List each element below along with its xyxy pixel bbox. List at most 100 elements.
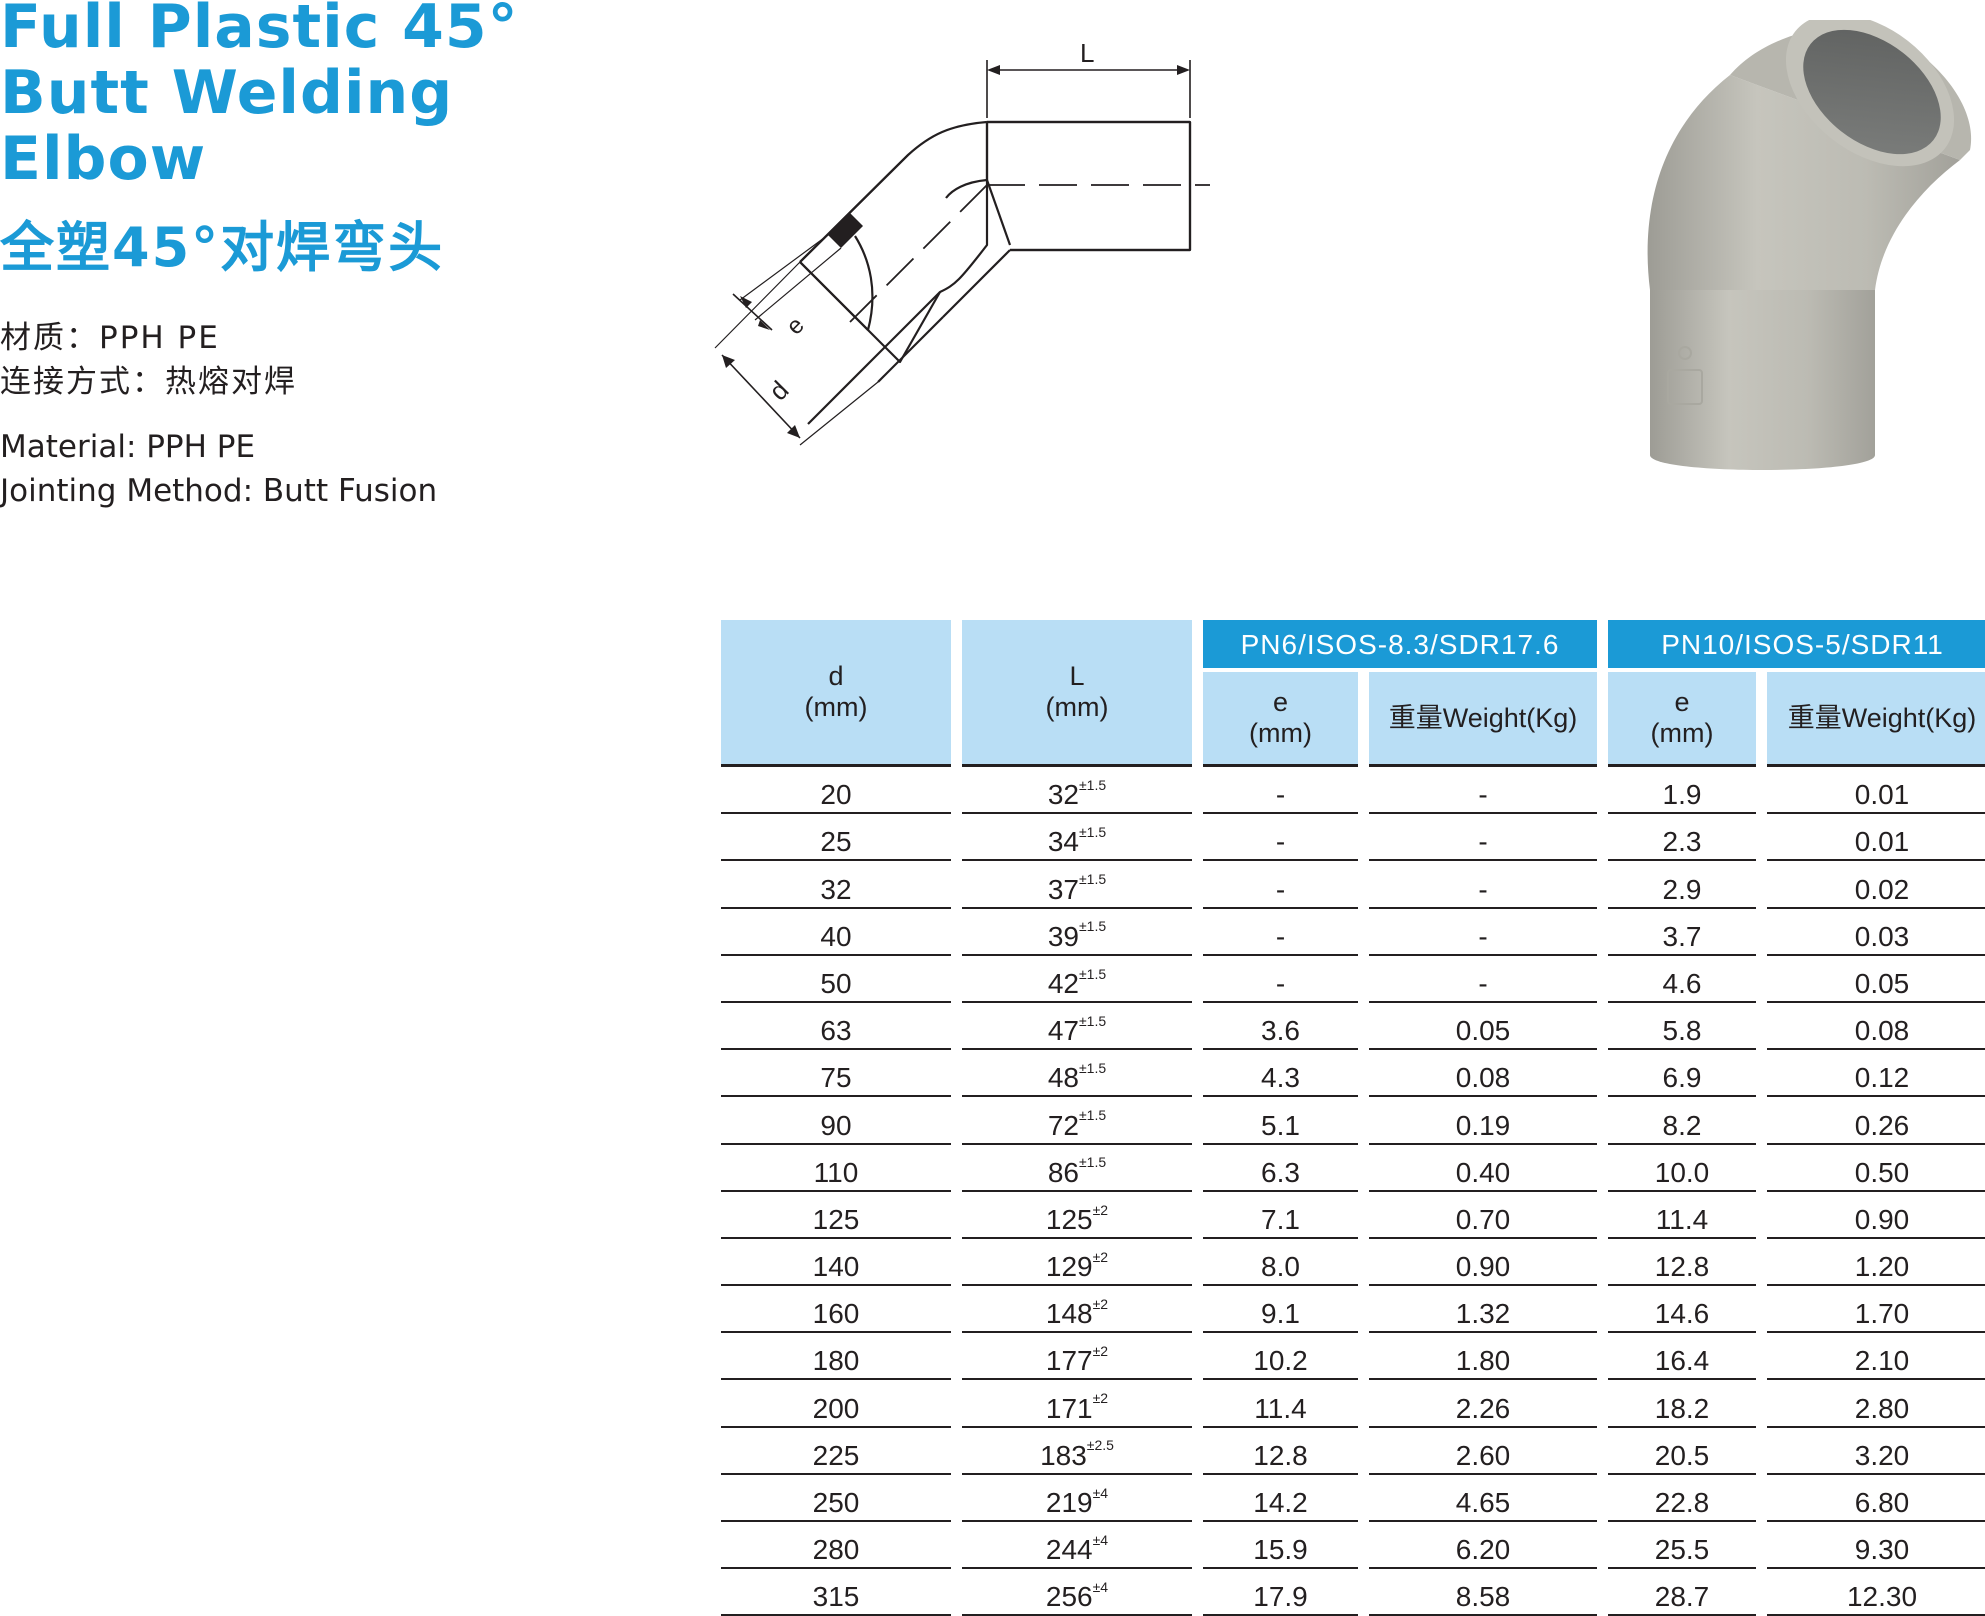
cell-d: 75: [721, 1050, 951, 1098]
tolerance-value: ±1.5: [1079, 1154, 1107, 1171]
cell-d: 180: [721, 1333, 951, 1381]
cell-value: 6.80: [1854, 1487, 1910, 1518]
cell-value: 20: [820, 779, 852, 811]
cell-value: 0.08: [1455, 1062, 1511, 1094]
cell-value: 40: [820, 920, 852, 952]
cell-value: 180: [812, 1345, 860, 1377]
cell-d: 315: [721, 1569, 951, 1616]
cell-weight-pn10: 2.10: [1767, 1333, 1985, 1381]
specs-cn: 材质：PPH PE 连接方式：热熔对焊: [0, 316, 297, 404]
cell-value: 0.12: [1854, 1062, 1910, 1094]
cell-value: 20.5: [1654, 1439, 1710, 1471]
tolerance-value: ±1.5: [1079, 965, 1107, 982]
cell-e-pn6: 5.1: [1203, 1097, 1358, 1145]
cell-value: 250: [812, 1487, 860, 1518]
cell-value: 18.2: [1654, 1392, 1710, 1424]
header-text: e: [1272, 687, 1289, 717]
col-header-e-pn10: e (mm): [1608, 672, 1756, 767]
cell-value: 0.40: [1455, 1156, 1511, 1188]
cell-value: -: [1275, 826, 1286, 858]
cell-value: 2.26: [1455, 1392, 1511, 1424]
cell-value: 0.26: [1854, 1109, 1910, 1141]
cell-value: 219: [1045, 1487, 1093, 1518]
cell-value: 12.30: [1846, 1581, 1918, 1613]
cell-value: 2.80: [1854, 1392, 1910, 1424]
cell-value: 7.1: [1261, 1203, 1300, 1235]
cell-weight-pn6: -: [1369, 814, 1597, 862]
cell-value: 14.6: [1654, 1298, 1710, 1330]
cell-value: -: [1478, 967, 1488, 999]
cell-value: 12.8: [1253, 1439, 1308, 1471]
tolerance-value: ±1.5: [1079, 871, 1107, 888]
cell-value: 8.2: [1662, 1109, 1702, 1141]
cell-weight-pn6: 1.32: [1369, 1286, 1597, 1334]
title-line: Full Plastic 45°: [0, 0, 519, 62]
cell-weight-pn10: 0.26: [1767, 1097, 1985, 1145]
cell-value: 8.58: [1455, 1581, 1511, 1613]
cell-value: 0.05: [1854, 967, 1910, 999]
cell-weight-pn6: 0.40: [1369, 1145, 1597, 1192]
cell-value: 125: [812, 1203, 860, 1235]
cell-value: 32: [820, 873, 852, 905]
cell-e-pn10: 6.9: [1608, 1050, 1756, 1098]
spec-material-cn: 材质：PPH PE: [0, 320, 220, 356]
cell-value: -: [1275, 967, 1286, 999]
cell-d: 225: [721, 1428, 951, 1475]
tolerance-value: ±2: [1092, 1343, 1109, 1360]
cell-e-pn6: -: [1203, 861, 1358, 909]
table-header-row: d (mm) L (mm) PN6/ISOS-8.3/SDR17.6 PN10/…: [721, 620, 1985, 767]
cell-value: 32: [1047, 779, 1079, 811]
header-unit: (mm): [1249, 718, 1312, 748]
cell-e-pn10: 12.8: [1608, 1239, 1756, 1287]
cell-L: 148±2: [962, 1286, 1192, 1334]
col-header-weight-pn6: 重量Weight(Kg): [1369, 672, 1597, 767]
cell-weight-pn6: 0.90: [1369, 1239, 1597, 1287]
cell-value: 171: [1045, 1392, 1093, 1424]
cell-weight-pn6: 4.65: [1369, 1475, 1597, 1522]
cell-e-pn6: 4.3: [1203, 1050, 1358, 1098]
cell-value: -: [1275, 779, 1286, 811]
cell-weight-pn10: 0.12: [1767, 1050, 1985, 1098]
mould-mark: [1667, 369, 1703, 405]
cell-value: 6.20: [1455, 1534, 1511, 1566]
cell-L: 47±1.5: [962, 1003, 1192, 1051]
tolerance-value: ±1.5: [1079, 776, 1107, 793]
cell-value: 1.80: [1455, 1345, 1511, 1377]
cell-value: 280: [812, 1534, 860, 1566]
cell-L: 86±1.5: [962, 1145, 1192, 1192]
cell-weight-pn10: 0.03: [1767, 909, 1985, 956]
cell-weight-pn10: 1.70: [1767, 1286, 1985, 1334]
cell-value: 2.3: [1662, 826, 1702, 858]
header-text: e: [1674, 687, 1690, 717]
cell-value: 11.4: [1655, 1203, 1709, 1235]
cell-value: 6.9: [1662, 1062, 1702, 1094]
cell-e-pn10: 2.3: [1608, 814, 1756, 862]
cell-value: 0.05: [1455, 1015, 1511, 1047]
tolerance-value: ±4: [1092, 1531, 1109, 1548]
cell-weight-pn6: 0.05: [1369, 1003, 1597, 1051]
cell-value: -: [1478, 826, 1488, 858]
cell-value: 129: [1045, 1251, 1093, 1283]
dimension-label-d: d: [763, 375, 794, 406]
title-line: Elbow: [0, 124, 207, 194]
cell-value: 0.01: [1854, 826, 1910, 858]
cell-value: 90: [820, 1109, 852, 1141]
cell-weight-pn10: 1.20: [1767, 1239, 1985, 1287]
cell-L: 171±2: [962, 1380, 1192, 1428]
cell-value: 34: [1047, 826, 1079, 858]
header-text: d: [828, 661, 844, 691]
cell-value: 9.30: [1854, 1534, 1910, 1566]
spec-jointing-cn: 连接方式：热熔对焊: [0, 364, 297, 400]
cell-e-pn10: 3.7: [1608, 909, 1756, 956]
cell-weight-pn6: 2.26: [1369, 1380, 1597, 1428]
cell-L: 32±1.5: [962, 767, 1192, 815]
tolerance-value: ±1.5: [1079, 1059, 1107, 1076]
cell-value: 0.19: [1455, 1109, 1511, 1141]
group-header-pn6: PN6/ISOS-8.3/SDR17.6: [1203, 620, 1597, 672]
